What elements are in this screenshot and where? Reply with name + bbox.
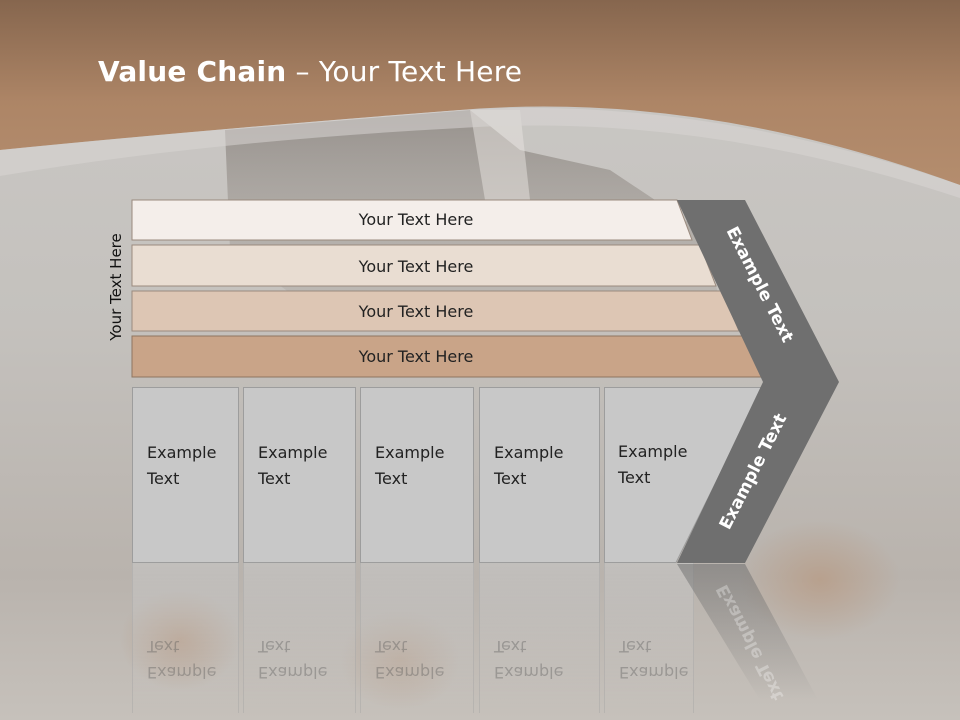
column-5-reflection: Example Text [604, 563, 694, 713]
column-1-reflection-text: Example Text [147, 637, 217, 682]
column-5-reflection-text: Example Text [619, 637, 689, 682]
column-1-text: Example Text [147, 443, 217, 488]
row-3-label: Your Text Here [358, 302, 474, 321]
column-3[interactable]: Example Text [360, 387, 474, 563]
slide-title: Value Chain – Your Text Here [98, 55, 523, 88]
column-2-text: Example Text [258, 443, 328, 488]
row-stack: Your Text Here Your Text Here Your Text … [131, 199, 764, 378]
row-1[interactable]: Your Text Here [131, 199, 693, 241]
column-2-reflection: Example Text [243, 563, 356, 713]
column-1[interactable]: Example Text [132, 387, 239, 563]
row-2[interactable]: Your Text Here [131, 244, 717, 287]
column-5-text: Example Text [618, 442, 688, 487]
column-2-reflection-text: Example Text [258, 637, 328, 682]
column-1-reflection: Example Text [132, 563, 239, 713]
row-4-label: Your Text Here [358, 347, 474, 366]
row-3[interactable]: Your Text Here [131, 290, 740, 332]
row-4[interactable]: Your Text Here [131, 335, 764, 378]
column-3-reflection-text: Example Text [375, 637, 445, 682]
column-2[interactable]: Example Text [243, 387, 356, 563]
column-4-reflection-text: Example Text [494, 637, 564, 682]
column-4[interactable]: Example Text [479, 387, 600, 563]
column-3-reflection: Example Text [360, 563, 474, 713]
header-band [0, 0, 960, 198]
column-5[interactable]: Example Text [604, 387, 764, 563]
column-3-text: Example Text [375, 443, 445, 488]
row-1-label: Your Text Here [358, 210, 474, 229]
column-4-text: Example Text [494, 443, 564, 488]
column-4-reflection: Example Text [479, 563, 600, 713]
row-2-label: Your Text Here [358, 257, 474, 276]
